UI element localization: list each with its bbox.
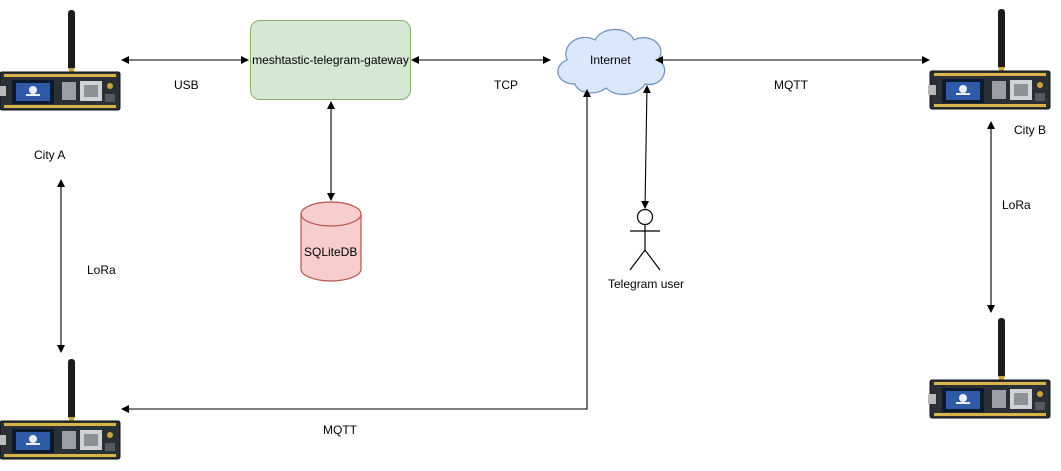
edge-label-mqtt-top: MQTT <box>774 78 808 92</box>
database-icon <box>300 201 362 282</box>
lora-board-icon <box>927 8 1051 110</box>
person-icon <box>629 208 661 271</box>
internet-label: Internet <box>590 53 631 67</box>
board-city-a-bottom <box>0 358 121 460</box>
cloud-icon <box>557 28 666 95</box>
board-city-b-bottom <box>927 317 1051 419</box>
city-a-label: City A <box>34 148 66 162</box>
edge-mqtt-bottom <box>121 89 591 413</box>
lora-board-icon <box>0 358 121 460</box>
database-label: SQLiteDB <box>304 245 358 259</box>
edge-internet-user <box>641 85 651 209</box>
gateway-label: meshtastic-telegram-gateway <box>252 53 409 67</box>
board-city-a-top <box>0 9 121 111</box>
user-label: Telegram user <box>608 277 685 291</box>
lora-board-icon <box>0 9 121 111</box>
edge-label-usb: USB <box>174 78 199 92</box>
lora-board-icon <box>927 317 1051 419</box>
edge-label-lora-right: LoRa <box>1002 198 1031 212</box>
edge-label-tcp: TCP <box>494 78 518 92</box>
gateway-node: meshtastic-telegram-gateway <box>250 20 411 100</box>
edge-label-mqtt-bottom: MQTT <box>323 423 357 437</box>
edge-label-lora-left: LoRa <box>87 263 116 277</box>
city-b-label: City B <box>1014 123 1047 137</box>
board-city-b-top <box>927 8 1051 110</box>
